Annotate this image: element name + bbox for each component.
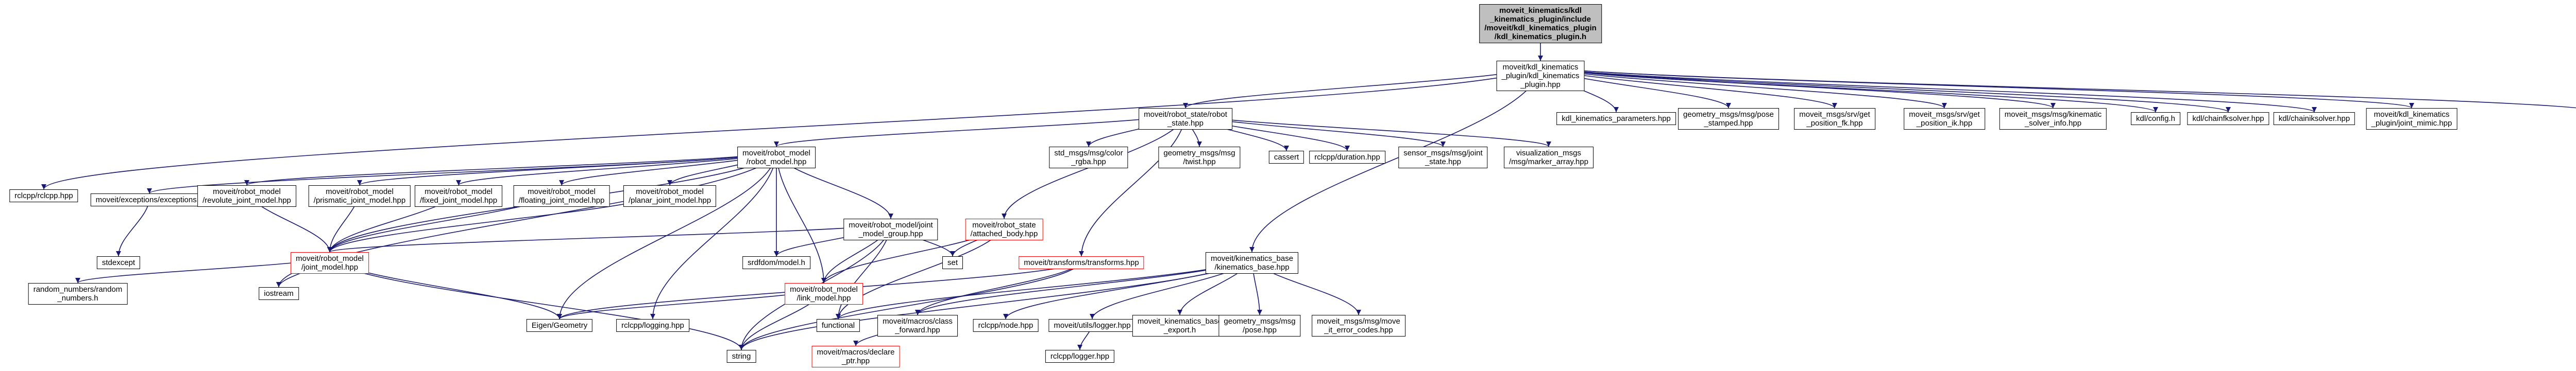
include-edge-robot_state--marker_array xyxy=(1185,112,1551,147)
include-edge-plugin_hpp--rclcpp xyxy=(41,64,1541,190)
graph-node-get_position_fk: moveit_msgs/srv/get _position_fk.hpp xyxy=(1794,108,1875,130)
include-edge-robot_state--transforms xyxy=(1079,112,1186,257)
include-edge-robot_model--eigen_geometry xyxy=(557,150,777,320)
include-edge-plugin_hpp--cfloat xyxy=(1540,64,2576,109)
graph-node-exceptions[interactable]: moveit/exceptions/exceptions.h xyxy=(90,193,209,206)
graph-node-fixed[interactable]: moveit/robot_model /fixed_joint_model.hp… xyxy=(414,185,503,207)
graph-node-rclcpp: rclcpp/rclcpp.hpp xyxy=(9,189,78,202)
include-edge-plugin_hpp--kinematics_base xyxy=(1249,64,1541,253)
graph-node-joint_model[interactable]: moveit/robot_model /joint_model.hpp xyxy=(291,252,369,274)
graph-node-declare_ptr[interactable]: moveit/macros/declare _ptr.hpp xyxy=(811,346,900,367)
graph-node-kdl_params: kdl_kinematics_parameters.hpp xyxy=(1556,112,1676,125)
graph-node-utils_logger[interactable]: moveit/utils/logger.hpp xyxy=(1048,319,1136,332)
graph-node-joint_state: sensor_msgs/msg/joint _state.hpp xyxy=(1398,147,1488,168)
include-edge-joint_model_group--joint_model xyxy=(327,222,891,253)
graph-node-plugin_hpp[interactable]: moveit/kdl_kinematics _plugin/kdl_kinema… xyxy=(1496,61,1585,91)
graph-node-pose_stamped: geometry_msgs/msg/pose _stamped.hpp xyxy=(1678,108,1779,130)
include-edge-link_model--eigen_geometry xyxy=(557,287,824,320)
graph-node-link_model[interactable]: moveit/robot_model /link_model.hpp xyxy=(785,283,863,305)
graph-node-revolute[interactable]: moveit/robot_model /revolute_joint_model… xyxy=(197,185,296,207)
graph-node-floating[interactable]: moveit/robot_model /floating_joint_model… xyxy=(513,185,610,207)
include-edge-robot_model--revolute xyxy=(244,150,777,186)
graph-node-robot_state[interactable]: moveit/robot_state/robot _state.hpp xyxy=(1139,108,1232,130)
graph-node-robot_model[interactable]: moveit/robot_model /robot_model.hpp xyxy=(737,147,816,168)
graph-node-kinematic_solver_info: moveit_msgs/msg/kinematic _solver_info.h… xyxy=(1999,108,2107,130)
graph-node-cassert: cassert xyxy=(1268,151,1304,164)
graph-node-chainfksolver: kdl/chainfksolver.hpp xyxy=(2187,112,2269,125)
graph-node-set: set xyxy=(942,256,963,269)
graph-node-string: string xyxy=(726,350,756,363)
graph-node-rclcpp_logger: rclcpp/logger.hpp xyxy=(1045,350,1115,363)
graph-node-attached_body[interactable]: moveit/robot_state /attached_body.hpp xyxy=(965,219,1043,240)
graph-node-eigen_geometry: Eigen/Geometry xyxy=(526,319,593,332)
graph-node-rclcpp_logging: rclcpp/logging.hpp xyxy=(616,319,689,332)
graph-node-planar[interactable]: moveit/robot_model /planar_joint_model.h… xyxy=(623,185,717,207)
include-edge-robot_model--link_model xyxy=(776,150,826,284)
graph-node-iostream: iostream xyxy=(259,287,299,300)
graph-node-kdl_config: kdl/config.h xyxy=(2131,112,2180,125)
graph-node-marker_array: visualization_msgs /msg/marker_array.hpp xyxy=(1504,147,1594,168)
include-edge-plugin_hpp--joint_mimic xyxy=(1540,64,2414,109)
graph-node-error_codes: moveit_msgs/msg/move _it_error_codes.hpp xyxy=(1312,315,1405,337)
graph-node-joint_model_group[interactable]: moveit/robot_model/joint _model_group.hp… xyxy=(843,219,938,240)
include-edge-robot_state--robot_model xyxy=(774,112,1186,147)
include-edge-exceptions--stdexcept xyxy=(116,197,150,257)
graph-node-twist: geometry_msgs/msg /twist.hpp xyxy=(1158,147,1241,168)
graph-node-base_export: moveit_kinematics_base _export.h xyxy=(1132,315,1228,337)
graph-node-class_forward[interactable]: moveit/macros/class _forward.hpp xyxy=(877,315,958,337)
graph-node-stdexcept: stdexcept xyxy=(96,256,141,269)
include-edge-robot_model--rclcpp_logging xyxy=(650,150,777,320)
graph-node-prismatic[interactable]: moveit/robot_model /prismatic_joint_mode… xyxy=(308,185,411,207)
graph-node-get_position_ik: moveit_msgs/srv/get _position_ik.hpp xyxy=(1904,108,1985,130)
graph-node-duration: rclcpp/duration.hpp xyxy=(1309,151,1385,164)
include-edge-joint_model--string xyxy=(329,256,744,350)
graph-node-transforms[interactable]: moveit/transforms/transforms.hpp xyxy=(1019,256,1144,269)
graph-node-srdf_model: srdfdom/model.h xyxy=(742,256,810,269)
graph-node-random_numbers: random_numbers/random _numbers.h xyxy=(28,283,128,305)
graph-node-rclcpp_node: rclcpp/node.hpp xyxy=(973,319,1039,332)
graph-node-chainiksolver: kdl/chainiksolver.hpp xyxy=(2273,112,2355,125)
include-edge-robot_model--prismatic xyxy=(357,150,777,186)
include-edge-plugin_hpp--chainfksolver xyxy=(1540,64,2231,113)
graph-node-joint_mimic[interactable]: moveit/kdl_kinematics _plugin/joint_mimi… xyxy=(2366,108,2458,130)
graph-node-kinematics_base[interactable]: moveit/kinematics_base /kinematics_base.… xyxy=(1205,252,1299,274)
include-edge-transforms--string xyxy=(739,260,1082,350)
graph-node-main: moveit_kinematics/kdl _kinematics_plugin… xyxy=(1479,4,1602,43)
include-edge-plugin_hpp--chainiksolver xyxy=(1540,64,2317,113)
graph-node-color_rgba: std_msgs/msg/color _rgba.hpp xyxy=(1049,147,1128,168)
graph-node-functional: functional xyxy=(816,319,860,332)
graph-node-pose: geometry_msgs/msg /pose.hpp xyxy=(1218,315,1301,337)
